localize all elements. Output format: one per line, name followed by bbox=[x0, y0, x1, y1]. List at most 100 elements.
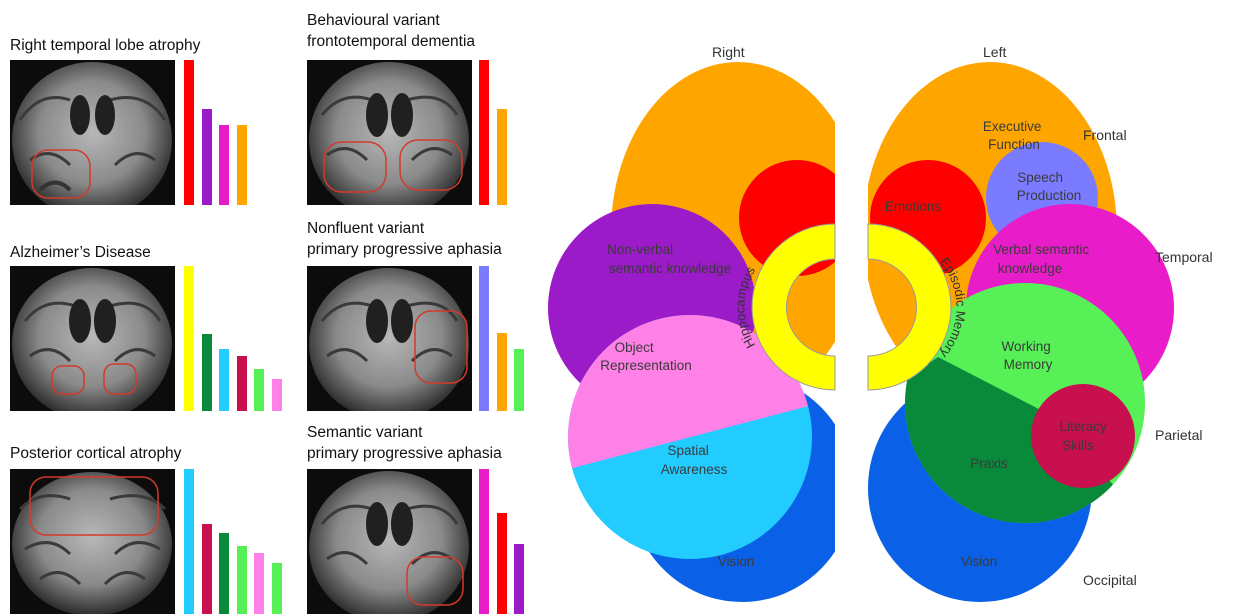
episodic-memory-arc bbox=[867, 223, 952, 391]
mri-image-svppa bbox=[307, 469, 472, 614]
hippocampus-arc bbox=[751, 223, 836, 391]
impairment-bar bbox=[479, 469, 489, 614]
mri-image-alzheimers bbox=[10, 266, 175, 411]
impairment-bar bbox=[184, 469, 194, 614]
panel-title-line: Behavioural variant bbox=[307, 12, 440, 29]
bar-group-nfvppa bbox=[479, 266, 539, 411]
mri-scan bbox=[12, 472, 172, 614]
nonverbal-semantic-label: Non-verbal semantic knowledge bbox=[607, 242, 731, 276]
panel-title-nfvppa: Nonfluent variant primary progressive ap… bbox=[307, 218, 502, 260]
mri-scan bbox=[309, 62, 469, 205]
panel-title-line: primary progressive aphasia bbox=[307, 445, 502, 462]
literacy-skills-label: Literacy Skills bbox=[1059, 419, 1110, 453]
panel-title-line: Posterior cortical atrophy bbox=[10, 445, 182, 462]
panel-title-line: frontotemporal dementia bbox=[307, 33, 476, 50]
panel-title-line: Nonfluent variant bbox=[307, 220, 425, 237]
lobe-label-temporal: Temporal bbox=[1155, 249, 1213, 265]
label-line: Literacy bbox=[1059, 419, 1107, 434]
literacy-skills-region bbox=[1031, 384, 1135, 488]
impairment-bar bbox=[496, 109, 507, 205]
label-line: Non-verbal bbox=[607, 242, 673, 257]
label-line: Executive bbox=[983, 119, 1042, 134]
label-line: Function bbox=[988, 137, 1040, 152]
right-hemisphere bbox=[548, 62, 835, 602]
impairment-bar bbox=[254, 368, 264, 411]
bar-group-bvftd bbox=[479, 60, 539, 205]
working-memory-label: Working Memory bbox=[1001, 339, 1054, 372]
label-line: Representation bbox=[600, 358, 692, 373]
emotions-label: Emotions bbox=[885, 199, 942, 214]
label-line: semantic knowledge bbox=[609, 261, 731, 276]
impairment-bar bbox=[254, 553, 264, 614]
impairment-bar bbox=[201, 524, 212, 614]
object-representation-region bbox=[568, 315, 812, 470]
impairment-bar bbox=[236, 125, 247, 205]
label-line: Verbal semantic bbox=[993, 242, 1089, 257]
panel-title-alzheimers: Alzheimer’s Disease bbox=[10, 242, 151, 263]
spatial-awareness-label: Spatial Awareness bbox=[661, 443, 728, 477]
mri-scan bbox=[12, 62, 172, 205]
executive-function-label: Executive Function bbox=[983, 119, 1045, 152]
panel-title-right-temporal: Right temporal lobe atrophy bbox=[10, 35, 200, 56]
label-line: Memory bbox=[1004, 357, 1053, 372]
impairment-bar bbox=[236, 355, 247, 411]
mri-image-nfvppa bbox=[307, 266, 472, 411]
impairment-bar bbox=[271, 563, 282, 614]
mri-image-bvftd bbox=[307, 60, 472, 205]
label-line: knowledge bbox=[998, 261, 1063, 276]
verbal-semantic-label: Verbal semantic knowledge bbox=[993, 242, 1093, 276]
impairment-bar bbox=[271, 379, 282, 411]
mri-image-right-temporal bbox=[10, 60, 175, 205]
praxis-label: Praxis bbox=[970, 456, 1008, 471]
impairment-bar bbox=[184, 266, 194, 411]
mri-scan bbox=[309, 268, 469, 411]
mri-scan bbox=[309, 471, 469, 614]
hemisphere-label-left: Left bbox=[983, 44, 1006, 60]
impairment-bar bbox=[236, 545, 247, 614]
impairment-bar bbox=[219, 125, 229, 205]
panel-title-bvftd: Behavioural variant frontotemporal demen… bbox=[307, 10, 475, 52]
atrophy-outline bbox=[414, 310, 468, 384]
bar-group-svppa bbox=[479, 469, 539, 614]
hemisphere-label-right: Right bbox=[712, 44, 745, 60]
atrophy-outline bbox=[323, 141, 387, 193]
impairment-bar bbox=[479, 266, 489, 411]
panel-title-line: primary progressive aphasia bbox=[307, 241, 502, 258]
panel-title-svppa: Semantic variant primary progressive aph… bbox=[307, 422, 502, 464]
impairment-bar bbox=[201, 109, 212, 205]
impairment-bar bbox=[496, 512, 507, 614]
cognitive-map-diagram: Right Left Frontal Temporal Parietal Occ… bbox=[548, 44, 1213, 602]
atrophy-outline bbox=[29, 476, 159, 536]
label-line: Spatial bbox=[667, 443, 708, 458]
lobe-label-occipital: Occipital bbox=[1083, 572, 1137, 588]
object-spatial-region bbox=[568, 315, 812, 559]
bar-group-alzheimers bbox=[184, 266, 282, 411]
object-representation-label: Object Representation bbox=[600, 340, 692, 373]
panel-title-pca: Posterior cortical atrophy bbox=[10, 443, 181, 464]
impairment-bar bbox=[496, 332, 507, 411]
label-line: Working bbox=[1001, 339, 1050, 354]
label-line: Production bbox=[1017, 188, 1082, 203]
impairment-bar bbox=[514, 348, 524, 411]
atrophy-outline bbox=[399, 139, 463, 191]
label-line: Speech bbox=[1017, 170, 1063, 185]
atrophy-outline bbox=[51, 365, 85, 395]
impairment-bar bbox=[219, 348, 229, 411]
panel-title-line: Right temporal lobe atrophy bbox=[10, 37, 201, 54]
impairment-bar bbox=[184, 60, 194, 205]
mri-scan bbox=[12, 268, 172, 411]
vision-label-right: Vision bbox=[718, 554, 755, 569]
atrophy-outline bbox=[406, 556, 464, 606]
label-line: Awareness bbox=[661, 462, 728, 477]
bar-group-right-temporal bbox=[184, 60, 247, 205]
impairment-bar bbox=[479, 60, 489, 205]
lobe-label-frontal: Frontal bbox=[1083, 127, 1127, 143]
lobe-label-parietal: Parietal bbox=[1155, 427, 1202, 443]
impairment-bar bbox=[201, 334, 212, 411]
impairment-bar bbox=[219, 532, 229, 614]
impairment-bar bbox=[514, 544, 524, 614]
panel-title-line: Alzheimer’s Disease bbox=[10, 244, 151, 261]
label-line: Object bbox=[615, 340, 654, 355]
speech-production-label: Speech Production bbox=[1017, 170, 1082, 203]
bar-group-pca bbox=[184, 469, 282, 614]
